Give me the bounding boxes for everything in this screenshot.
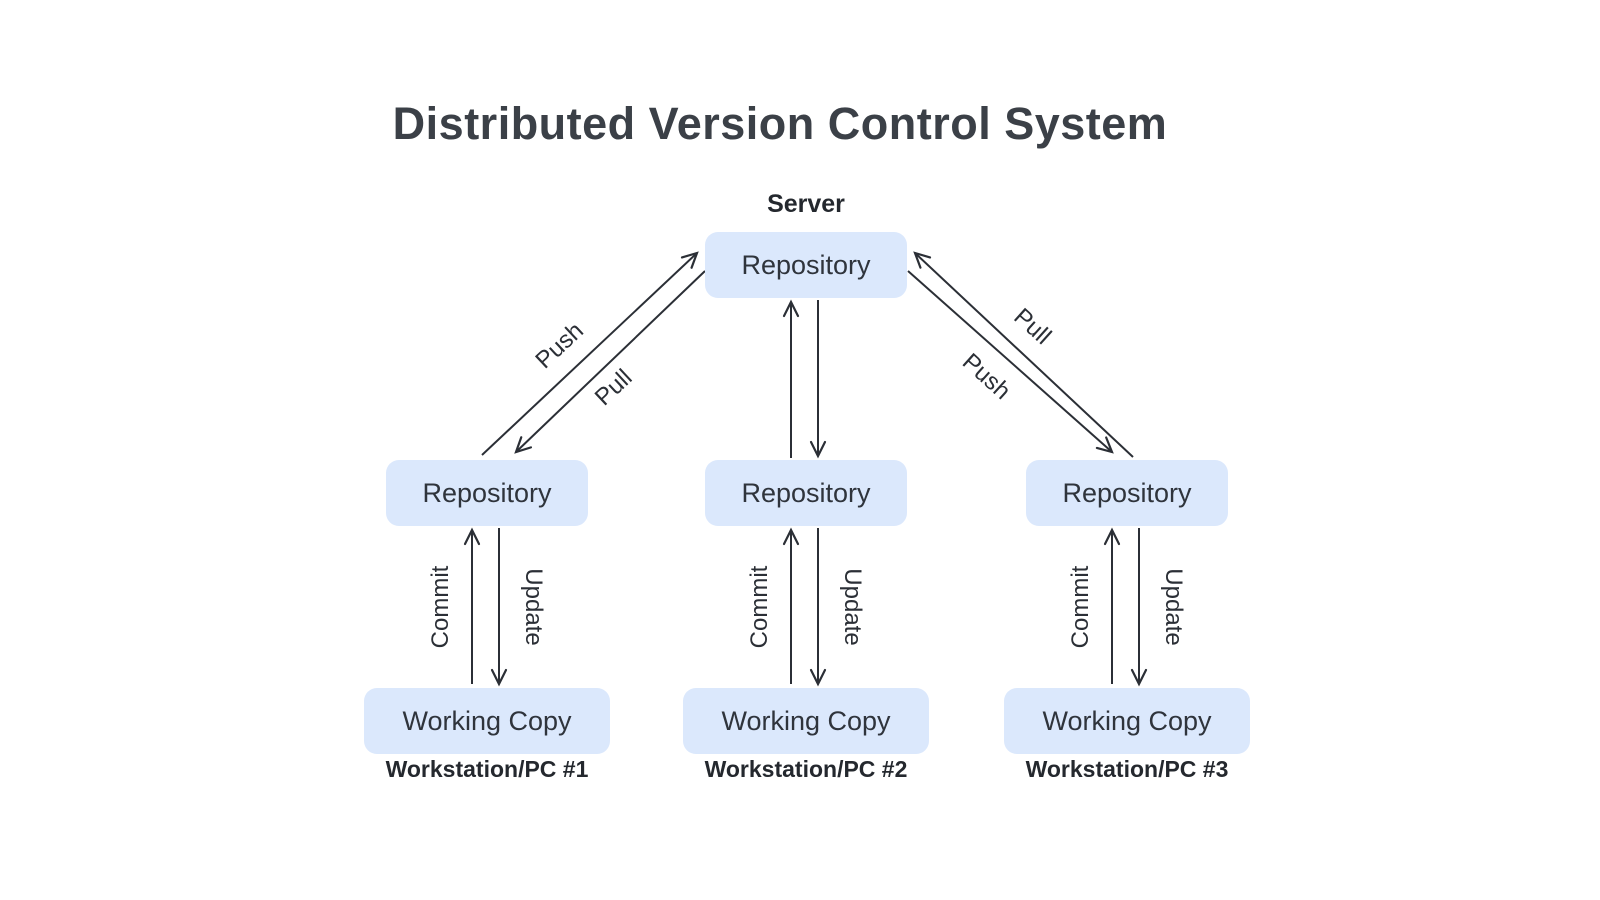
pull-arrow-right — [913, 251, 1134, 458]
update-label-1: Update — [520, 568, 547, 646]
commit-label-3: Commit — [1067, 565, 1094, 649]
repository-box-2: Repository — [705, 460, 907, 526]
commit-label-1: Commit — [427, 565, 454, 649]
working-copy-box-3: Working Copy — [1004, 688, 1250, 754]
repository-box-3: Repository — [1026, 460, 1228, 526]
workstation-label-3: Workstation/PC #3 — [1025, 756, 1229, 782]
update-label-2: Update — [839, 568, 866, 646]
server-label: Server — [767, 190, 845, 218]
working-copy-box-1: Working Copy — [364, 688, 610, 754]
update-label-3: Update — [1160, 568, 1187, 646]
push-arrow-right — [907, 270, 1114, 454]
workstation-label-1: Workstation/PC #1 — [385, 756, 589, 782]
page-title: Distributed Version Control System — [392, 98, 1168, 149]
pull-arrow-left — [514, 270, 706, 454]
working-copy-box-2: Working Copy — [683, 688, 929, 754]
repository-box-1: Repository — [386, 460, 588, 526]
workstation-label-2: Workstation/PC #2 — [704, 756, 908, 782]
push-arrow-left — [481, 251, 699, 456]
server-repository-box: Repository — [705, 232, 907, 298]
commit-label-2: Commit — [746, 565, 773, 649]
